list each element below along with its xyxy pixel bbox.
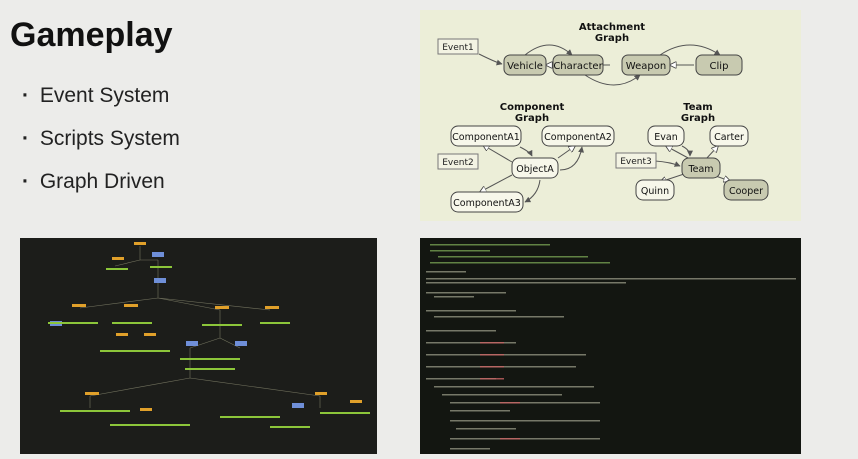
- node-graph-svg: [48, 242, 370, 428]
- event-box: [437, 38, 479, 55]
- graph-node: Evan: [647, 125, 685, 147]
- bullet-item: · Graph Driven: [22, 170, 180, 194]
- attachment-graph-title: Attachment: [579, 22, 645, 33]
- bullet-text: Scripts System: [39, 127, 180, 150]
- node-label: Clip: [710, 61, 729, 72]
- node-label: Carter: [714, 132, 744, 143]
- bullet-list: · Event System · Scripts System · Graph …: [22, 84, 180, 213]
- graph-node: ComponentA1: [450, 125, 522, 147]
- node-label: Cooper: [729, 186, 763, 197]
- node-label: Character: [553, 61, 603, 72]
- graph-diagram-svg: Attachment Graph Component Graph Team Gr…: [437, 22, 769, 213]
- code-editor-screenshot: [420, 238, 801, 454]
- graph-node: ComponentA3: [450, 191, 524, 213]
- graph-diagram: Attachment Graph Component Graph Team Gr…: [420, 10, 801, 221]
- node-graph-editor-screenshot: [20, 238, 377, 454]
- node-label: Weapon: [626, 61, 666, 72]
- component-graph-title: Component: [500, 102, 565, 113]
- graph-node: Quinn: [635, 179, 675, 201]
- graph-node: Vehicle: [503, 54, 547, 76]
- event-box: [437, 153, 479, 170]
- team-graph-title-2: Graph: [681, 113, 715, 124]
- bullet-text: Event System: [39, 84, 170, 107]
- bullet-item: · Event System: [22, 84, 180, 108]
- node-label: Evan: [654, 132, 677, 143]
- node-label: Quinn: [641, 186, 669, 197]
- graph-node: Carter: [709, 125, 749, 147]
- graph-node: Team: [681, 157, 721, 179]
- graph-node: Cooper: [723, 179, 769, 201]
- node-label: ComponentA3: [453, 198, 521, 209]
- team-graph-title: Team: [683, 102, 712, 113]
- node-label: ObjectA: [516, 164, 554, 175]
- bullet-item: · Scripts System: [22, 127, 180, 151]
- bullet-dot: ·: [22, 127, 29, 150]
- bullet-dot: ·: [22, 84, 29, 107]
- bullet-text: Graph Driven: [39, 170, 165, 193]
- node-label: ComponentA1: [452, 132, 520, 143]
- code-editor-svg: [426, 244, 796, 450]
- graph-node: Weapon: [621, 54, 671, 76]
- graph-node: ComponentA2: [541, 125, 615, 147]
- node-label: Vehicle: [507, 61, 543, 72]
- event-box: [615, 152, 657, 169]
- node-label: Team: [687, 164, 713, 175]
- event-label: Event1: [442, 43, 474, 53]
- attachment-graph-title-2: Graph: [595, 33, 629, 44]
- component-graph-title-2: Graph: [515, 113, 549, 124]
- slide-title: Gameplay: [10, 16, 173, 54]
- event-label: Event3: [620, 157, 652, 167]
- event-label: Event2: [442, 158, 474, 168]
- graph-node: ObjectA: [511, 157, 559, 179]
- graph-node: Character: [552, 54, 604, 76]
- bullet-dot: ·: [22, 170, 29, 193]
- node-label: ComponentA2: [544, 132, 612, 143]
- graph-node: Clip: [695, 54, 743, 76]
